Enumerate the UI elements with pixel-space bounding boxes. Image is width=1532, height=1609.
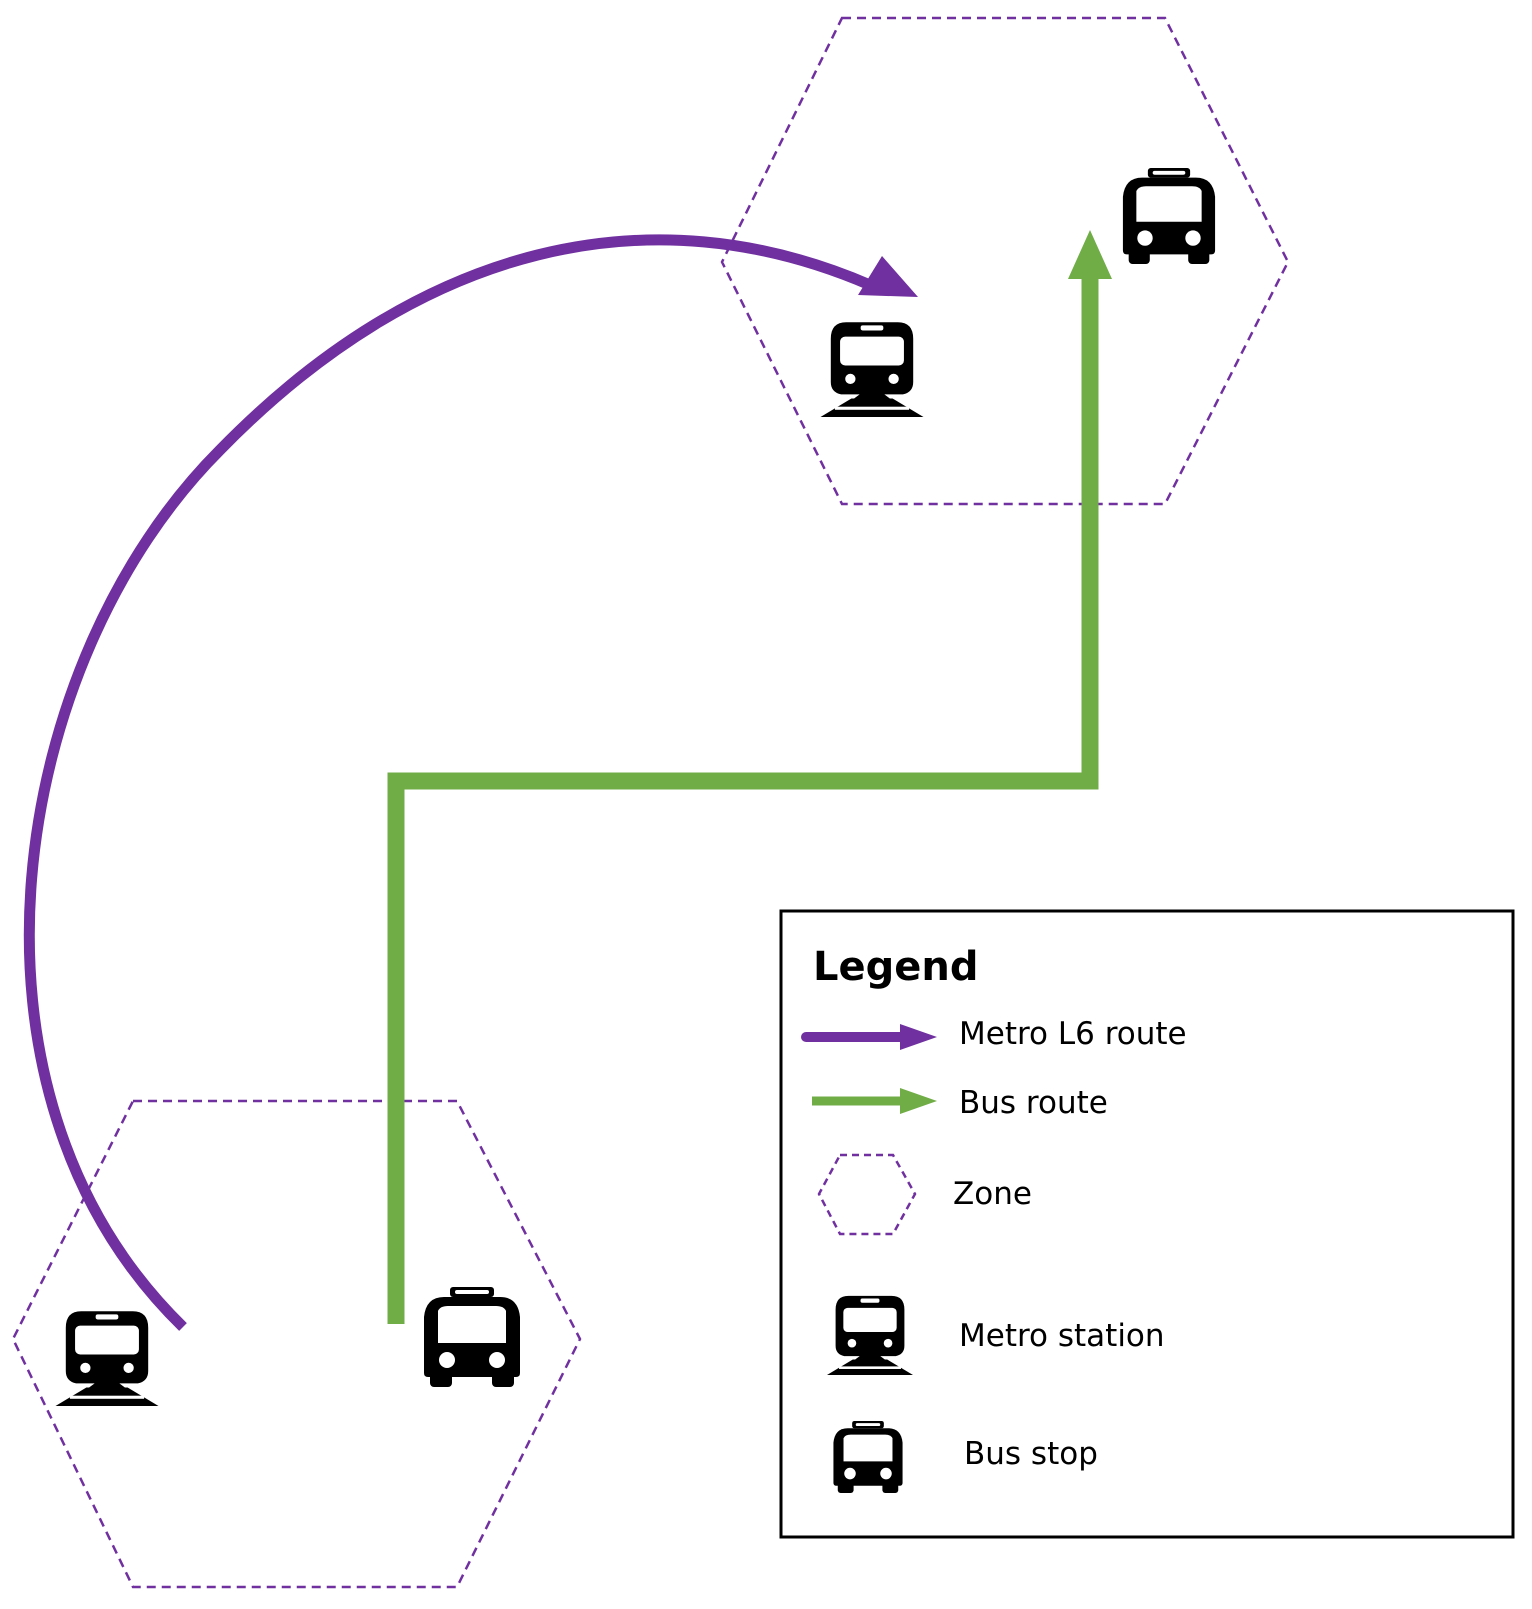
metro-l6-route-arrowhead bbox=[858, 256, 918, 297]
green-arrowhead bbox=[900, 1088, 937, 1114]
legend-label: Zone bbox=[953, 1176, 1032, 1212]
bus-stop-icon bbox=[1122, 168, 1216, 264]
bus-stop-icon bbox=[424, 1287, 520, 1387]
legend-box bbox=[779, 909, 1515, 1539]
metro-l6-route-line bbox=[23, 234, 873, 1331]
bus-route-arrowhead bbox=[1068, 230, 1112, 279]
zone-destination-hexagon bbox=[720, 16, 1290, 506]
metro-station-icon bbox=[55, 1311, 159, 1406]
legend-label: Metro station bbox=[959, 1318, 1165, 1354]
legend-item-bus-stop: Bus stop bbox=[833, 1421, 1098, 1493]
legend-title: Legend bbox=[813, 944, 979, 990]
legend-label: Metro L6 route bbox=[959, 1016, 1187, 1052]
bus-icon bbox=[833, 1421, 903, 1493]
legend-label: Bus route bbox=[959, 1085, 1108, 1121]
purple-arrowhead bbox=[900, 1024, 937, 1050]
legend-item-bus-route: Bus route bbox=[812, 1085, 1108, 1121]
legend-label: Bus stop bbox=[964, 1436, 1098, 1472]
legend-item-zone: Zone bbox=[817, 1153, 1032, 1236]
metro-station-icon bbox=[820, 322, 924, 417]
legend: Legend Metro L6 route Bus route Zone Met… bbox=[779, 909, 1515, 1539]
dashed-hexagon-icon bbox=[817, 1153, 917, 1236]
legend-item-metro-station: Metro station bbox=[827, 1295, 1165, 1375]
bus-route-line bbox=[387, 275, 1099, 1324]
zone-origin-hexagon bbox=[11, 1099, 582, 1589]
legend-item-metro-l6-route: Metro L6 route bbox=[801, 1016, 1187, 1052]
